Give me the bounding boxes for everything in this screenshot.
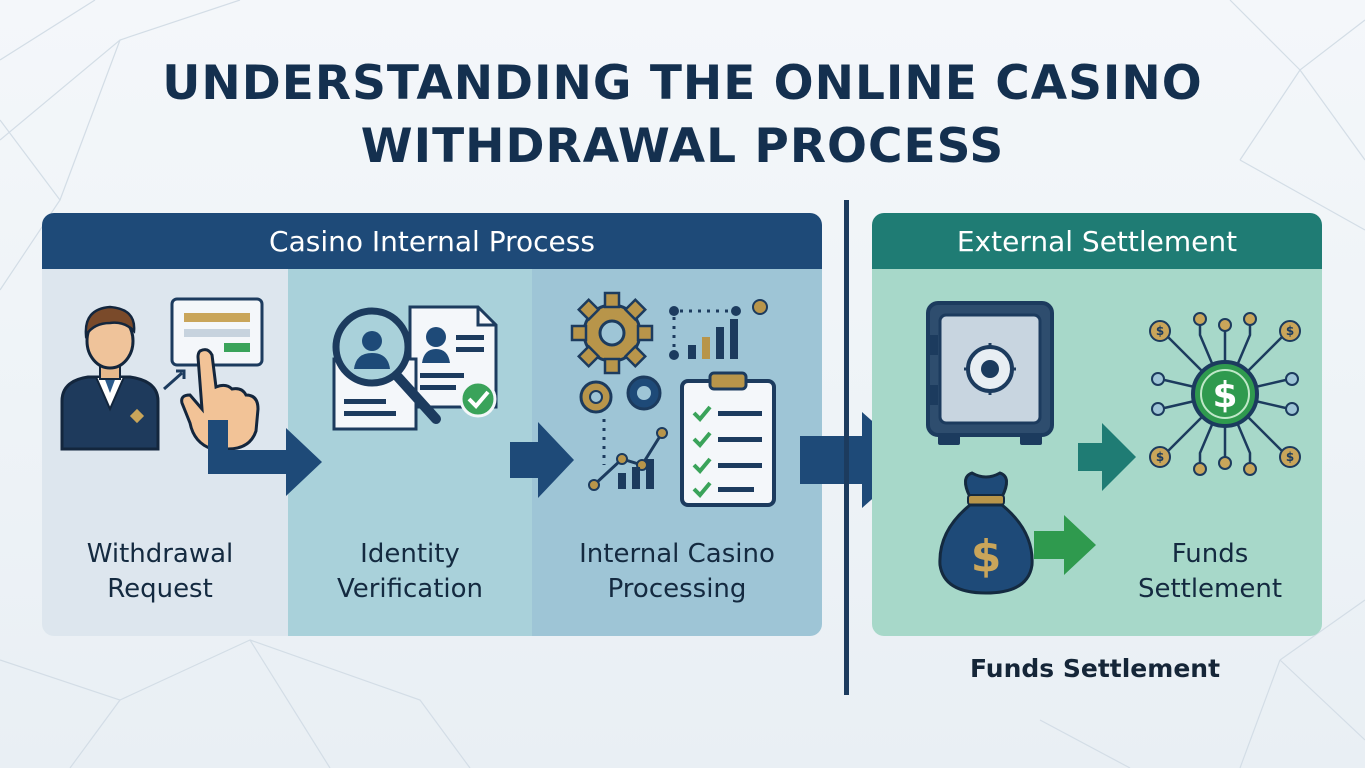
flow-arrow-request-to-identity (208, 420, 322, 496)
money-bag-icon: $ (938, 471, 1034, 595)
step-identity-verification: Identity Verification (288, 269, 532, 636)
svg-text:$: $ (971, 531, 1002, 582)
svg-text:$: $ (1212, 375, 1237, 416)
step-funds-settlement: $ (872, 269, 1322, 636)
flow-arrow-identity-to-processing (510, 422, 574, 498)
safe-vault-icon (926, 301, 1054, 445)
magnifier-id-document-icon (332, 305, 498, 431)
step-label-funds-settlement: Funds Settlement (1137, 539, 1283, 604)
step-label-identity-verification: Identity Verification (336, 539, 484, 604)
external-panel-header: External Settlement (872, 213, 1322, 269)
svg-text:$: $ (1156, 324, 1164, 338)
dollar-network-icon: $ $ $ $ $ (1149, 312, 1301, 476)
page-title-line-2: WITHDRAWAL PROCESS (360, 119, 1005, 174)
user-clicking-form-icon (60, 297, 264, 451)
page-title-line-1: UNDERSTANDING THE ONLINE CASINO (162, 56, 1203, 111)
step-internal-casino-processing: Internal Casino Processing (532, 269, 822, 636)
internal-panel-header: Casino Internal Process (42, 213, 822, 269)
step-label-withdrawal-request: Withdrawal Request (86, 539, 234, 604)
arrow-safe-to-network (1078, 423, 1136, 491)
svg-text:$: $ (1286, 450, 1294, 464)
svg-text:$: $ (1156, 450, 1164, 464)
step-label-internal-casino-processing: Internal Casino Processing (579, 539, 775, 604)
funds-settlement-caption: Funds Settlement (969, 654, 1221, 683)
gears-checklist-chart-icon (570, 291, 776, 507)
casino-internal-panel: Casino Internal Process Withdrawal Reque… (42, 213, 822, 636)
svg-text:$: $ (1286, 324, 1294, 338)
arrow-bag-to-network (1034, 515, 1096, 575)
external-settlement-panel: External Settlement $ (872, 213, 1322, 636)
section-divider (844, 200, 849, 695)
